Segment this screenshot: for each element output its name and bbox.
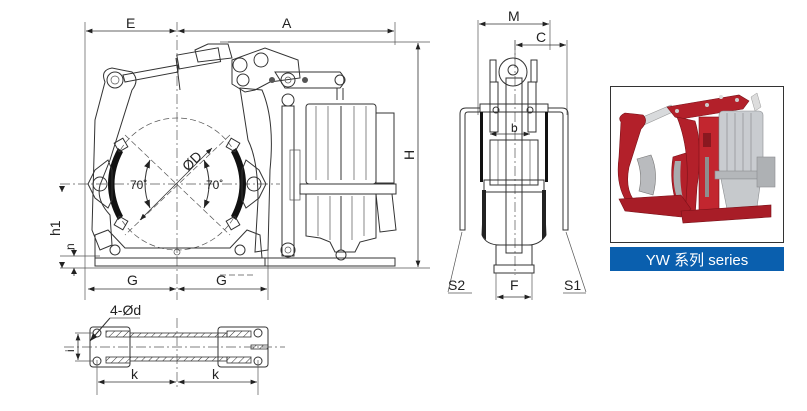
- dim-b: b: [511, 121, 518, 135]
- dim-E: E: [126, 15, 135, 31]
- dim-H: H: [401, 150, 417, 160]
- front-view: [59, 22, 430, 300]
- dim-A: A: [282, 15, 292, 31]
- base-plan-view: [64, 317, 285, 395]
- dim-G-right: G: [216, 272, 227, 288]
- dim-holes: 4-Ød: [110, 302, 141, 318]
- dim-M: M: [508, 8, 520, 24]
- side-view: [447, 20, 587, 300]
- dim-n: n: [63, 243, 77, 250]
- dim-i: i: [63, 349, 77, 352]
- angle-left: 70˚: [130, 178, 147, 192]
- product-photo: [610, 86, 784, 243]
- dim-F: F: [510, 277, 519, 293]
- series-label: YW 系列 series: [610, 247, 784, 271]
- dim-h1: h1: [47, 220, 63, 236]
- dim-S2: S2: [448, 277, 465, 293]
- dim-S1: S1: [564, 277, 581, 293]
- dim-G-left: G: [127, 272, 138, 288]
- dim-D: ØD: [179, 148, 205, 174]
- dim-k-right: k: [212, 366, 220, 382]
- dim-k-left: k: [131, 366, 139, 382]
- brake-photo-illustration: [617, 92, 776, 224]
- angle-right: 70˚: [206, 178, 223, 192]
- dim-C: C: [536, 29, 546, 45]
